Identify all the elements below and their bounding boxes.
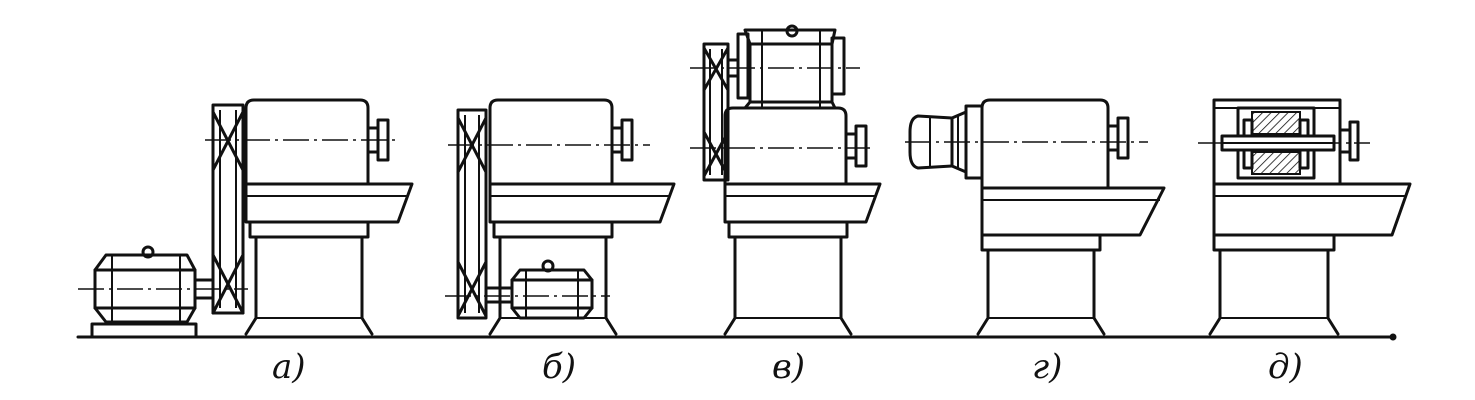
- label-v: в): [772, 347, 805, 387]
- belt-drive: [456, 108, 488, 320]
- floor-line: [76, 333, 1397, 341]
- variant-b: б): [445, 98, 676, 387]
- label-d: д): [1268, 347, 1303, 387]
- variant-d: д): [1198, 98, 1412, 387]
- machine-bed: [980, 186, 1166, 237]
- machine-bed: [723, 182, 882, 224]
- label-g: г): [1032, 347, 1062, 387]
- electric-motor: [736, 24, 846, 110]
- belt-drive: [211, 103, 245, 315]
- variant-v: в): [690, 24, 882, 387]
- machine-bed: [488, 182, 676, 224]
- motor-base: [90, 322, 198, 339]
- label-a: а): [272, 347, 306, 387]
- headstock: [488, 98, 634, 186]
- machine-pedestal: [244, 220, 374, 336]
- machine-bed: [244, 182, 414, 224]
- machine-pedestal: [1208, 233, 1340, 336]
- machine-pedestal: [723, 220, 853, 336]
- machine-pedestal: [976, 233, 1106, 336]
- label-b: б): [542, 347, 576, 387]
- variant-a: а): [78, 98, 414, 387]
- headstock: [244, 98, 390, 186]
- variant-g: г): [905, 98, 1166, 387]
- electric-motor: [484, 259, 594, 320]
- headstock: [723, 106, 868, 186]
- belt-drive: [702, 42, 740, 182]
- machine-bed: [1212, 182, 1412, 237]
- electric-motor: [93, 245, 215, 324]
- headstock: [980, 98, 1130, 190]
- built-in-motor: [1220, 106, 1336, 180]
